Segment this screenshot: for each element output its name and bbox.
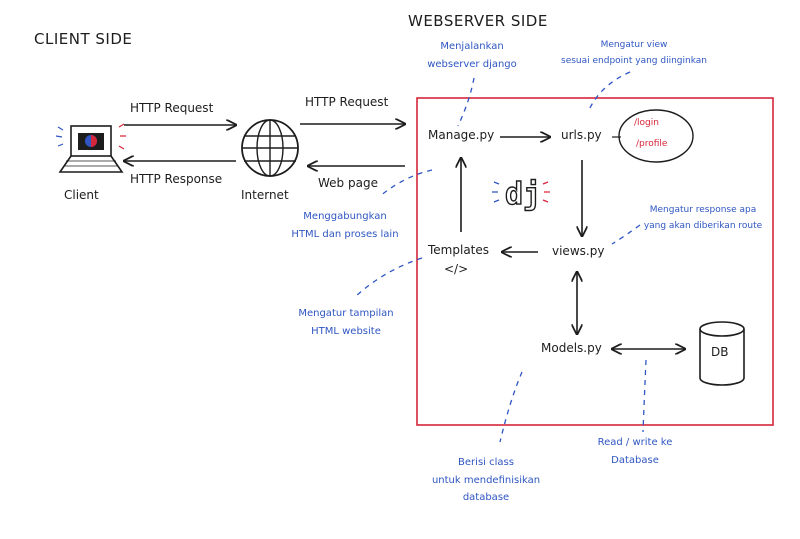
routes-oval bbox=[618, 109, 694, 163]
models-node: Models.py bbox=[541, 341, 602, 355]
leader-db bbox=[642, 359, 647, 433]
leader-models bbox=[499, 371, 523, 443]
note-leaders bbox=[355, 71, 647, 443]
manage-node: Manage.py bbox=[428, 128, 495, 142]
leader-templates-merge bbox=[379, 169, 433, 197]
internet-label: Internet bbox=[241, 188, 289, 202]
templates-node: Templates bbox=[428, 243, 490, 257]
django-logo-text: dj bbox=[505, 177, 541, 212]
note-models-line-2: untuk mendefinisikan bbox=[431, 474, 541, 486]
note-models-line-1: Berisi class bbox=[458, 457, 514, 468]
leader-templates-display bbox=[355, 257, 423, 297]
note-models: Berisi class untuk mendefinisikan databa… bbox=[412, 454, 560, 507]
note-templates-merge: Menggabungkan HTML dan proses lain bbox=[280, 208, 410, 243]
templates-tag: </> bbox=[444, 262, 469, 276]
leader-manage bbox=[457, 77, 475, 127]
note-views: Mengatur response apa yang akan diberika… bbox=[638, 203, 768, 235]
note-manage: Menjalankan webserver django bbox=[409, 38, 535, 73]
note-manage-line-2: webserver django bbox=[427, 58, 517, 70]
http-response-label: HTTP Response bbox=[130, 172, 223, 186]
note-templates-merge-line-1: Menggabungkan bbox=[303, 211, 387, 222]
note-templates-display-line-1: Mengatur tampilan bbox=[298, 308, 394, 319]
django-logo-icon: dj bbox=[492, 176, 550, 213]
route-profile: /profile bbox=[636, 139, 668, 149]
database-icon bbox=[699, 321, 745, 386]
db-node: DB bbox=[711, 345, 729, 359]
note-db-line-2: Database bbox=[611, 454, 659, 466]
webserver-box bbox=[416, 97, 774, 426]
http-request-label-1: HTTP Request bbox=[130, 101, 214, 115]
laptop-icon bbox=[55, 123, 126, 173]
note-views-line-2: yang akan diberikan route bbox=[643, 220, 763, 231]
webserver-side-heading: WEBSERVER SIDE bbox=[408, 12, 548, 30]
note-db: Read / write ke Database bbox=[580, 434, 690, 469]
note-views-line-1: Mengatur response apa bbox=[649, 205, 757, 215]
note-templates-display-line-2: HTML website bbox=[311, 325, 381, 337]
client-label: Client bbox=[64, 188, 99, 202]
note-urls: Mengatur view sesuai endpoint yang diing… bbox=[548, 38, 720, 70]
globe-icon bbox=[241, 119, 299, 177]
note-db-line-1: Read / write ke bbox=[597, 437, 673, 448]
note-models-line-3: database bbox=[462, 492, 510, 503]
http-request-label-2: HTTP Request bbox=[305, 95, 389, 109]
note-urls-line-2: sesuai endpoint yang diinginkan bbox=[561, 55, 707, 66]
note-templates-merge-line-2: HTML dan proses lain bbox=[291, 228, 399, 240]
note-urls-line-1: Mengatur view bbox=[600, 40, 668, 50]
note-templates-display: Mengatur tampilan HTML website bbox=[286, 305, 406, 340]
client-side-heading: CLIENT SIDE bbox=[34, 30, 133, 48]
views-node: views.py bbox=[552, 244, 605, 258]
note-manage-line-1: Menjalankan bbox=[440, 41, 504, 52]
urls-node: urls.py bbox=[561, 128, 602, 142]
leader-urls bbox=[587, 71, 631, 113]
route-login: /login bbox=[634, 118, 659, 128]
web-page-label: Web page bbox=[318, 176, 378, 190]
leader-views bbox=[611, 224, 641, 245]
